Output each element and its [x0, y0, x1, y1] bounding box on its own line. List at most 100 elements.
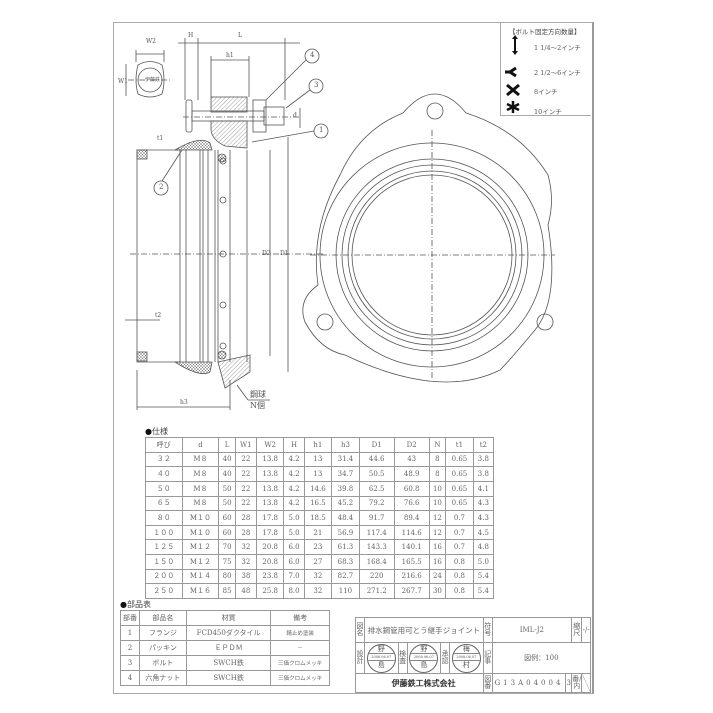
table-cell: フランジ [139, 625, 187, 641]
stamp-top: 野 [377, 644, 385, 653]
table-cell: 4.2 [283, 495, 305, 512]
dim-w2: W2 [146, 38, 156, 45]
table-cell: 50 [218, 480, 236, 497]
table-cell: １２５ [145, 539, 183, 555]
stamp-top: 野 [420, 644, 428, 653]
table-cell: 32 [234, 539, 257, 555]
table-cell: 0.8 [445, 554, 474, 570]
table-cell: 材質 [185, 610, 272, 626]
design-label: 設計 [355, 642, 365, 674]
table-header-row: 部番部品名材質備考 [120, 610, 330, 626]
table-cell: 28 [234, 524, 257, 541]
table-cell: 三価クロムメッキ [270, 655, 330, 671]
table-cell: 39.8 [331, 480, 360, 497]
callout-3: 3 [314, 81, 319, 89]
table-cell: 34.7 [331, 466, 360, 482]
table-cell: 61.3 [331, 539, 360, 555]
table-cell: 0.7 [445, 539, 474, 555]
table-cell: 16 [428, 539, 447, 555]
table-cell: 140.1 [393, 539, 430, 555]
table-cell: FCD450ダクタイル [185, 625, 272, 641]
table-cell: 8.0 [283, 583, 305, 599]
table-cell: M１６ [181, 583, 220, 599]
table-cell: 10 [428, 495, 447, 512]
table-cell: L [218, 437, 236, 453]
table-cell: 216.6 [393, 568, 430, 585]
table-cell: 50 [218, 495, 236, 512]
table-cell: 13.8 [255, 480, 285, 497]
table-cell: t2 [472, 437, 495, 453]
table-cell: 5.4 [472, 568, 495, 585]
table-cell: 143.3 [358, 539, 395, 555]
table-cell: 0.7 [445, 524, 474, 541]
stamp-bottom: 島 [377, 660, 385, 669]
stamp-top: 梅 [462, 644, 470, 653]
vertical-double-arrow-icon [512, 35, 518, 55]
table-cell: 13 [303, 451, 333, 468]
table-cell: 4.3 [472, 495, 495, 512]
table-cell: 48.9 [393, 466, 430, 482]
stamp-bottom: 村 [462, 660, 470, 669]
cross-icon [506, 83, 520, 97]
parts-title: ●部品表 [120, 600, 151, 609]
table-cell: 4 [120, 670, 140, 686]
sheet-slash [581, 673, 591, 693]
table-cell: 168.4 [358, 554, 395, 570]
dim-w1: W1 [118, 78, 128, 85]
legend-title: 【ボルト固定方向数量】 [509, 28, 581, 36]
three-way-icon [505, 66, 517, 78]
table-cell: M８ [181, 451, 220, 468]
table-cell: 32 [303, 568, 333, 585]
asterisk-icon [506, 101, 520, 113]
table-cell: パッキン [139, 640, 187, 656]
table-cell: 220 [358, 568, 395, 585]
table-cell: 0.8 [445, 568, 474, 585]
table-cell: 110 [331, 583, 360, 599]
table-cell: 5.0 [472, 554, 495, 570]
table-cell: W2 [255, 437, 285, 453]
table-cell: M８ [181, 495, 220, 512]
table-cell: 22 [234, 480, 257, 497]
table-cell: 27 [303, 554, 333, 570]
drawing-code: IML-J2 [491, 617, 573, 643]
table-cell: M１２ [181, 539, 220, 555]
table-cell: h3 [331, 437, 360, 453]
table-cell: 4.2 [283, 466, 305, 482]
table-cell: 4.8 [472, 539, 495, 555]
table-cell: 60 [218, 524, 236, 541]
table-cell: 267.7 [393, 583, 430, 599]
dim-t2: t2 [155, 312, 162, 319]
table-cell: 75 [218, 554, 236, 570]
table-cell: 8 [428, 451, 447, 468]
table-cell: 79.2 [358, 495, 395, 512]
bolt-assembly [178, 38, 301, 149]
table-cell: 60 [218, 510, 236, 526]
callout-1: 1 [319, 126, 324, 134]
company-name: 伊藤鉄工株式会社 [364, 673, 484, 693]
table-cell: N [428, 437, 447, 453]
table-cell: 13.8 [255, 466, 285, 482]
table-cell: 18.5 [303, 510, 333, 526]
legend-label: 10インチ [534, 108, 562, 116]
joint-drawing [125, 38, 555, 410]
legend-label: 1 1/4～2インチ [534, 44, 581, 52]
table-cell: 40 [218, 466, 236, 482]
table-cell: 43 [393, 451, 430, 468]
dim-h: H [188, 32, 194, 39]
table-cell: 70 [218, 539, 236, 555]
table-cell: 0.65 [445, 466, 474, 482]
table-cell: d [181, 437, 220, 453]
table-cell: 0.65 [445, 495, 474, 512]
table-cell: 錆止め塗装 [270, 625, 330, 641]
table-cell: 4.2 [283, 451, 305, 468]
table-cell: 14.6 [303, 480, 333, 497]
